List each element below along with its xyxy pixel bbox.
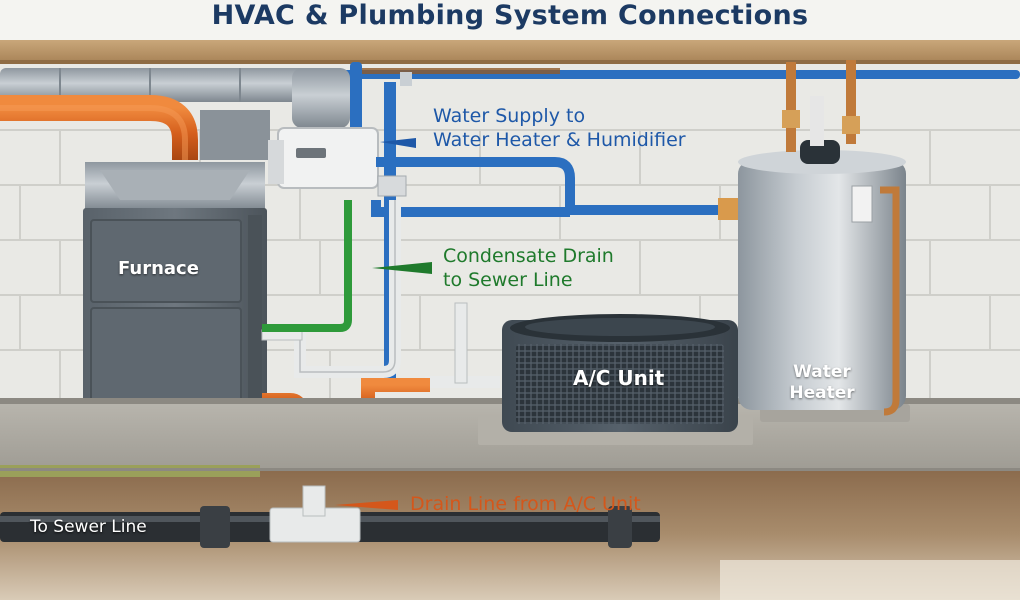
label-water-supply-1: Water Supply to [433, 105, 586, 127]
label-ac-unit: A/C Unit [573, 366, 665, 390]
label-condensate-1: Condensate Drain [443, 245, 614, 267]
duct-top [0, 68, 345, 102]
supply-pipe-to-heater [376, 157, 740, 215]
humidifier [277, 127, 379, 189]
label-drain-line: Drain Line from A/C Unit [410, 493, 641, 515]
furnace-panel-upper [90, 219, 242, 303]
label-to-sewer: To Sewer Line [30, 517, 147, 537]
label-water-supply-2: Water Heater & Humidifier [433, 129, 686, 151]
label-water-heater-1: Water [793, 362, 851, 382]
label-water-heater: Water Heater [776, 362, 868, 404]
condensate-arrow [372, 262, 432, 274]
furnace-panel-lower [90, 307, 242, 414]
title-band [0, 0, 1020, 40]
condensate-pipe [262, 200, 352, 332]
label-condensate-2: to Sewer Line [443, 269, 573, 291]
label-furnace: Furnace [118, 258, 199, 279]
drain-arrow [335, 500, 398, 510]
heater-pipe-left [786, 62, 796, 152]
page-title: HVAC & Plumbing System Connections [211, 0, 809, 31]
ceiling-beam [0, 40, 1020, 62]
ac-grille [516, 344, 724, 424]
supply-arrow [380, 138, 416, 148]
tpr-discharge-pipe [880, 186, 900, 416]
label-water-heater-2: Heater [789, 383, 855, 403]
heater-pipe-right [846, 60, 856, 144]
